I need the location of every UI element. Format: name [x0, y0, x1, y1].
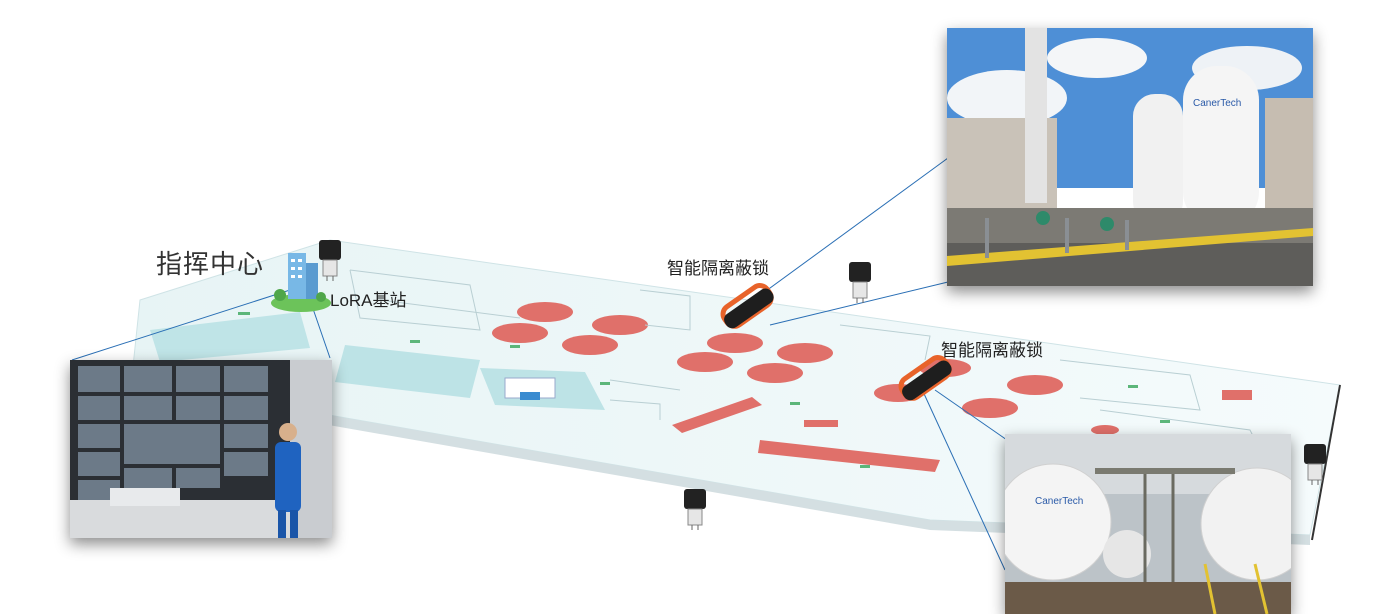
tank	[1007, 375, 1063, 395]
command-center-label: 指挥中心	[156, 249, 265, 279]
smart-lock-label: 智能隔离蔽锁	[667, 259, 769, 279]
tank	[962, 398, 1018, 418]
svg-text:CanerTech: CanerTech	[1035, 496, 1083, 507]
smart-lock-label: 智能隔离蔽锁	[941, 341, 1043, 361]
building-block	[672, 397, 762, 433]
svg-text:CanerTech: CanerTech	[1193, 98, 1241, 109]
tank	[492, 323, 548, 343]
tank	[707, 333, 763, 353]
lora-station-label: LoRA基站	[330, 291, 407, 310]
gateway-sensor-icon	[849, 262, 871, 303]
tank	[677, 352, 733, 372]
pool	[150, 312, 310, 362]
smart-lock-icon	[720, 283, 774, 329]
control-room-photo	[70, 360, 332, 538]
tower-equipment-photo: CanerTech	[947, 28, 1313, 286]
tank	[592, 315, 648, 335]
tank	[562, 335, 618, 355]
gateway-sensor-icon	[319, 240, 341, 281]
building-icon	[271, 253, 331, 312]
tank	[747, 363, 803, 383]
smart-lock-icon	[898, 355, 952, 401]
tank	[517, 302, 573, 322]
gateway-sensor-icon	[1304, 444, 1326, 485]
tank	[1091, 425, 1119, 435]
gateway-sensor-icon	[684, 489, 706, 530]
tank	[777, 343, 833, 363]
spherical-tanks-photo: CanerTech	[1005, 434, 1291, 614]
pool	[335, 345, 480, 398]
building-block	[758, 440, 940, 472]
